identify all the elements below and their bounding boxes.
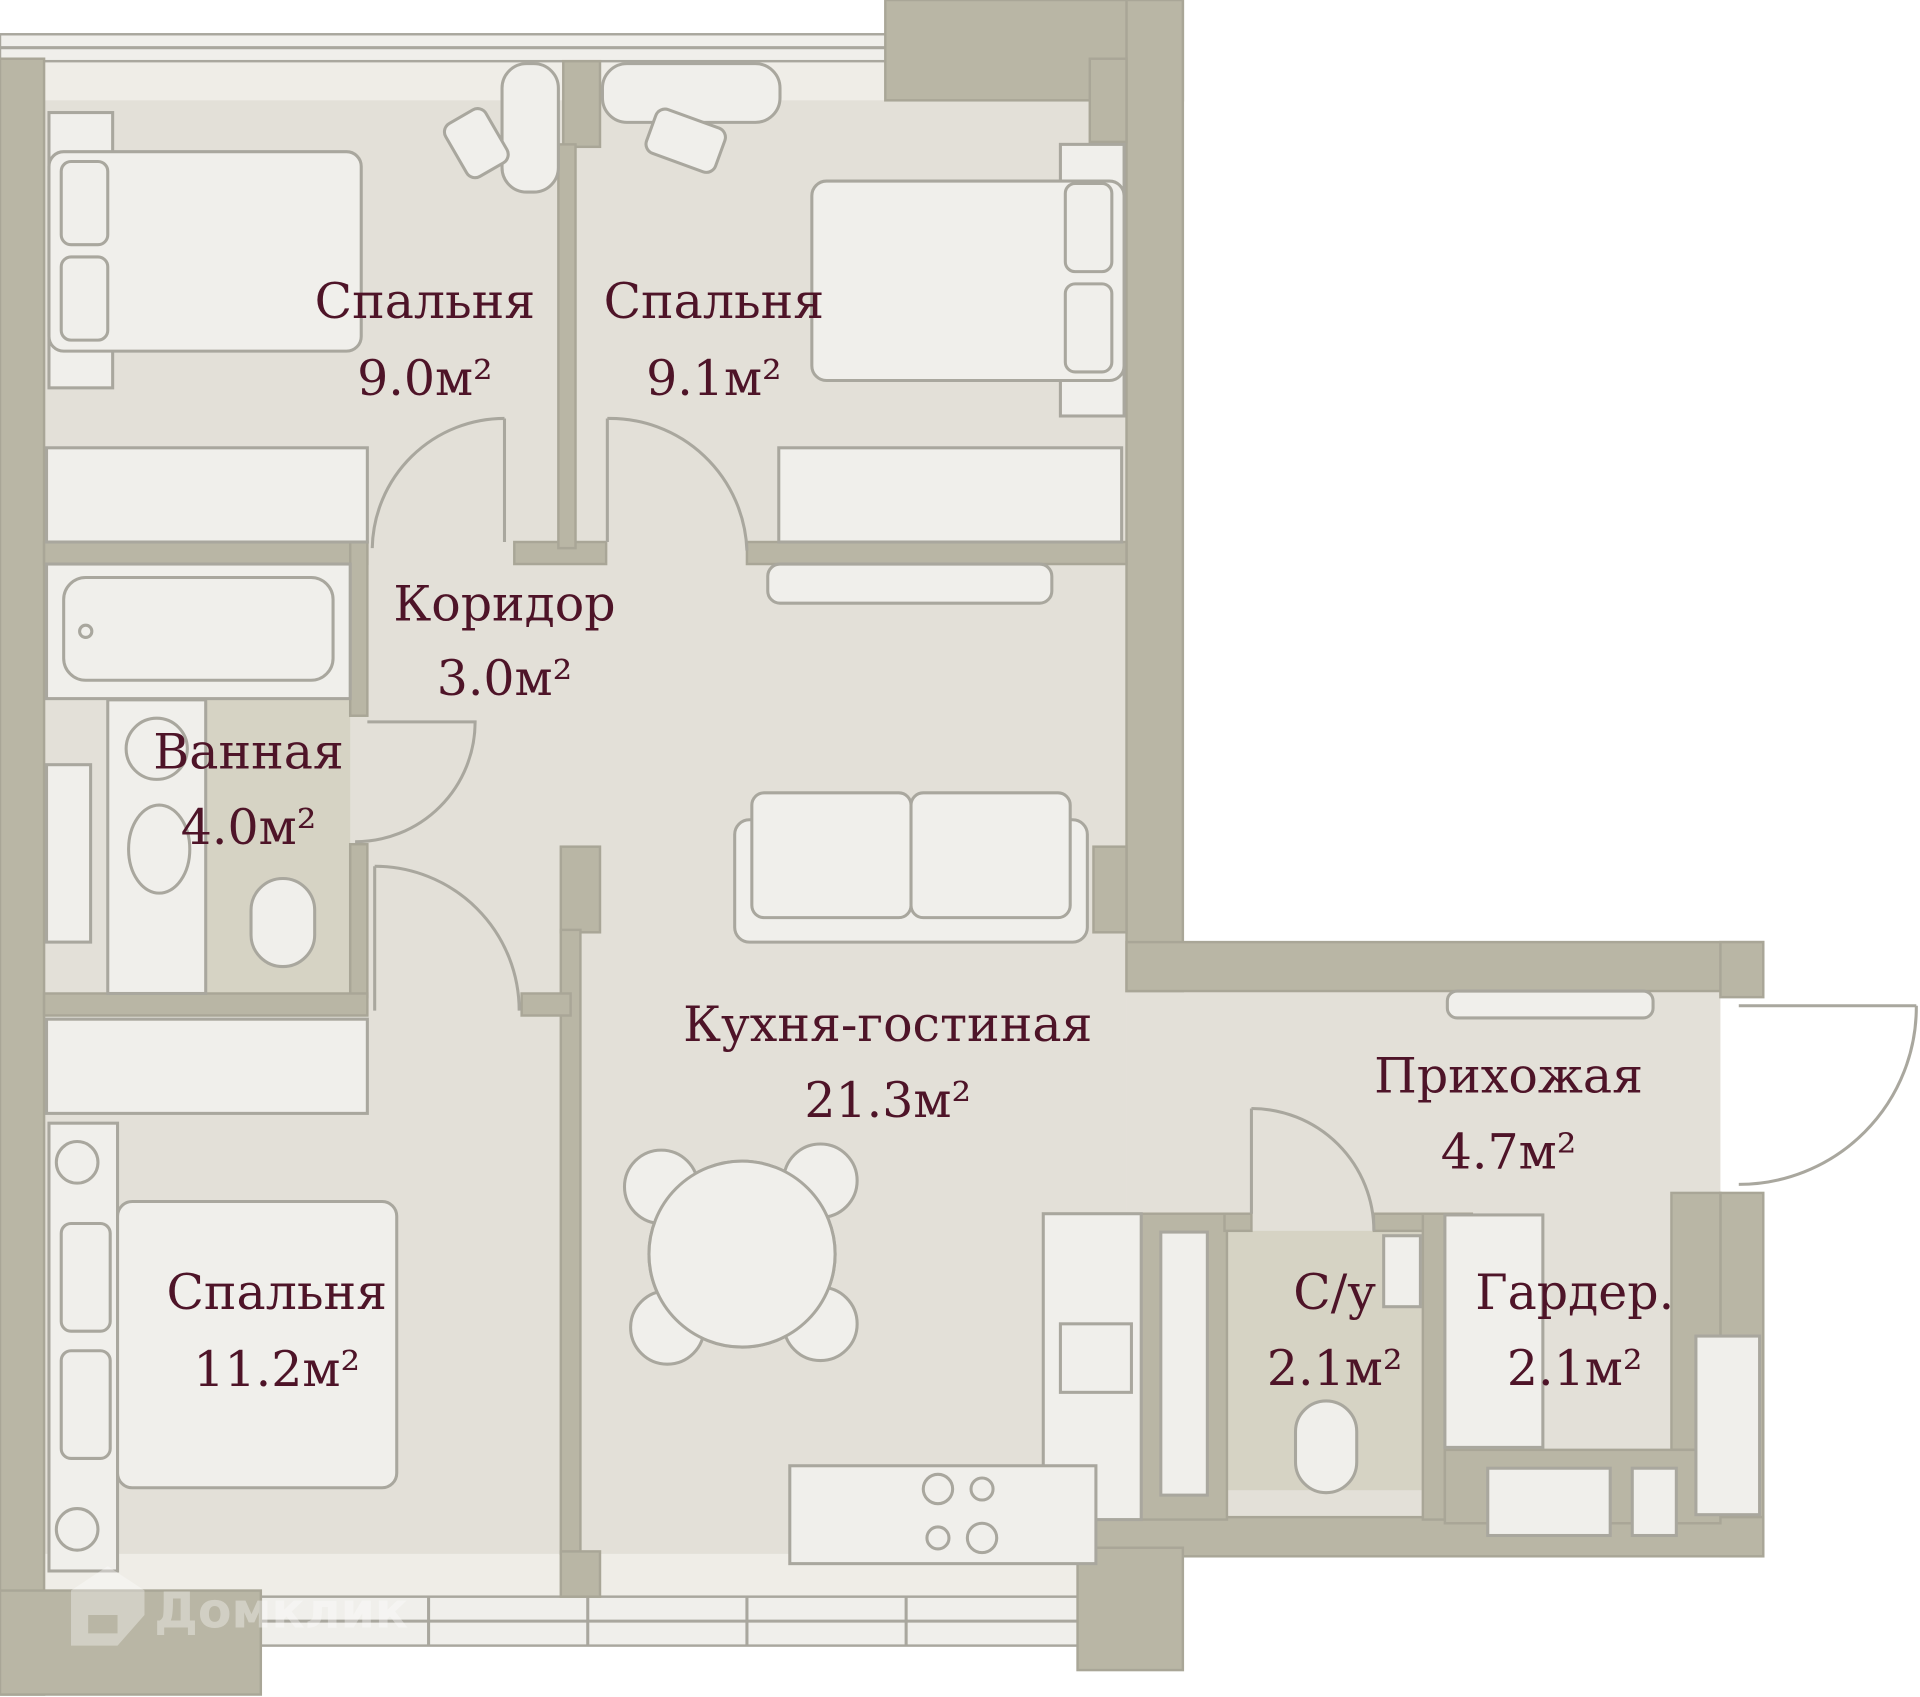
room-area-hall: 4.7м² — [1441, 1123, 1577, 1180]
watermark-text: Домклик — [154, 1582, 408, 1639]
room-area-bedroom3: 11.2м² — [193, 1341, 360, 1398]
furniture — [45, 62, 1762, 1573]
room-area-living: 21.3м² — [804, 1072, 971, 1129]
room-area-bathroom: 4.0м² — [181, 799, 317, 856]
room-name-hall: Прихожая — [1374, 1048, 1643, 1105]
room-area-bedroom1: 9.0м² — [357, 350, 493, 407]
room-name-living: Кухня-гостиная — [683, 996, 1092, 1053]
room-labels: Спальня 9.0м² Спальня 9.1м² Коридор 3.0м… — [153, 273, 1674, 1398]
room-area-wc: 2.1м² — [1267, 1340, 1403, 1397]
room-area-wardrobe: 2.1м² — [1507, 1340, 1643, 1397]
doors — [355, 416, 1918, 1231]
room-name-wardrobe: Гардер. — [1475, 1264, 1674, 1321]
room-name-wc: С/у — [1293, 1264, 1376, 1321]
room-area-corridor: 3.0м² — [437, 650, 573, 707]
domclick-logo-icon — [71, 1566, 145, 1646]
room-name-bathroom: Ванная — [153, 723, 343, 780]
room-name-bedroom2: Спальня — [604, 273, 825, 330]
room-name-bedroom3: Спальня — [166, 1264, 387, 1321]
room-area-bedroom2: 9.1м² — [646, 350, 782, 407]
watermark: Домклик — [71, 1566, 408, 1646]
room-name-corridor: Коридор — [393, 575, 615, 632]
room-name-bedroom1: Спальня — [315, 273, 536, 330]
windows — [0, 33, 1083, 1647]
